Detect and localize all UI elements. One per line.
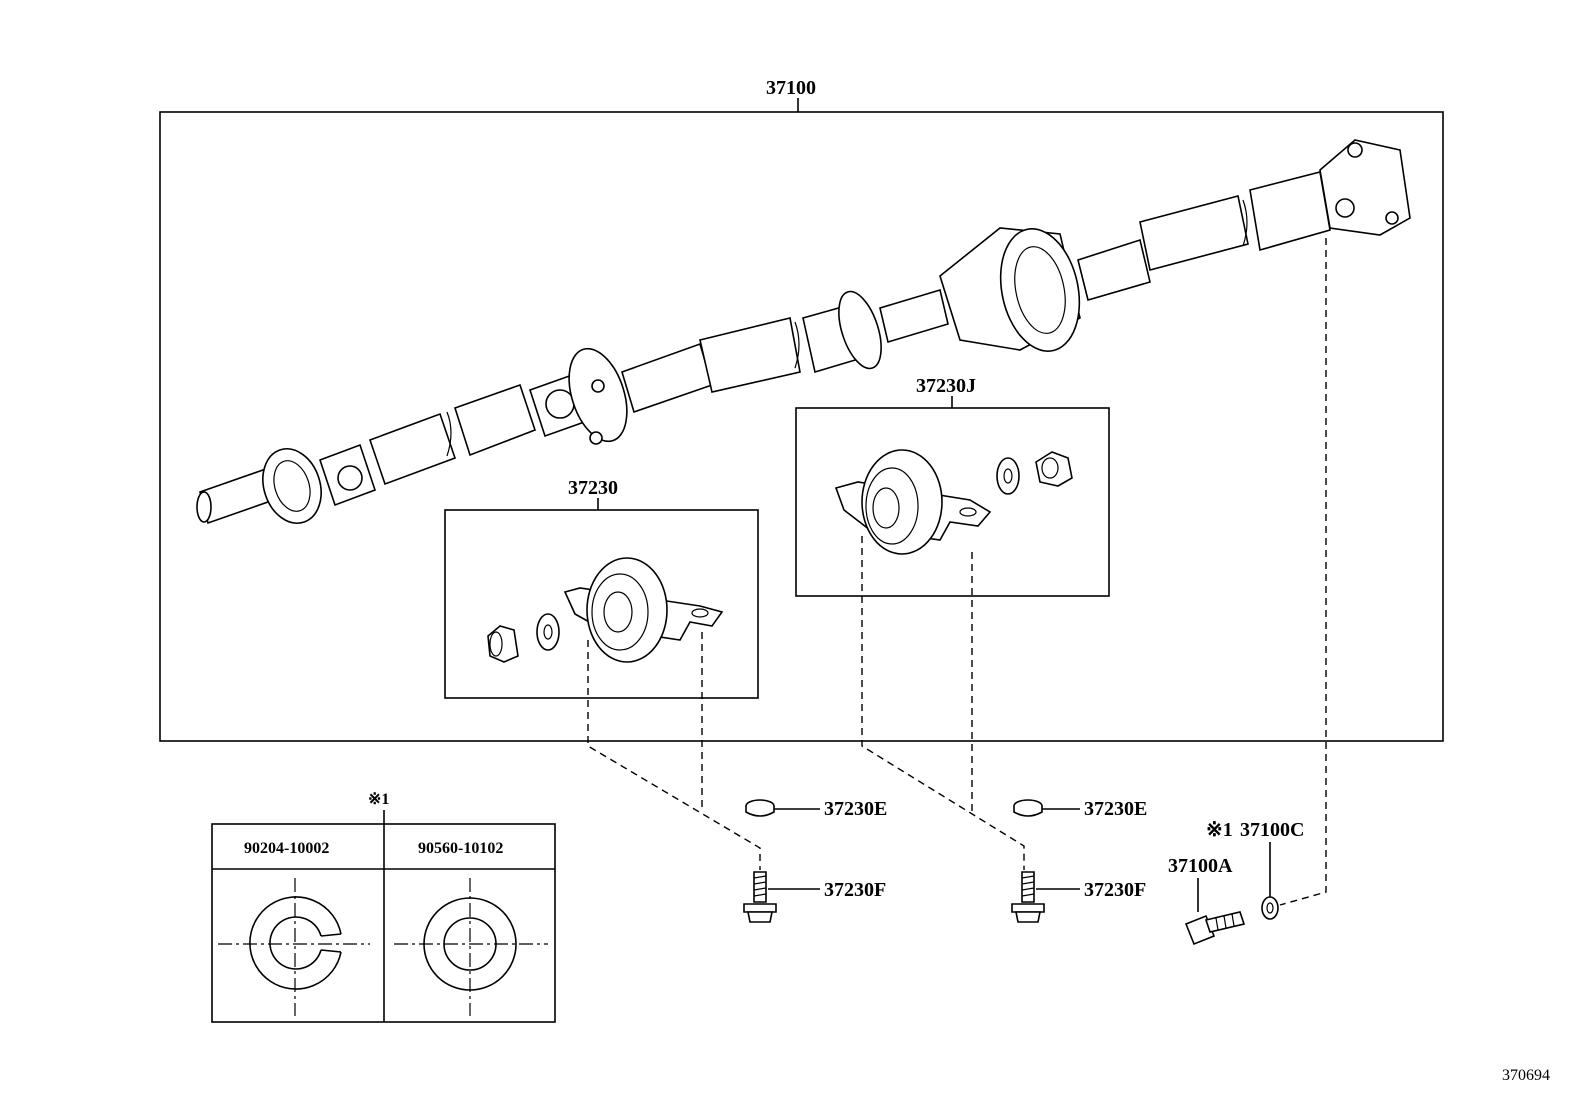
hardware-front: 37230E 37230F [743, 798, 887, 923]
plain-washer-icon [394, 878, 548, 1016]
label-37230J: 37230J [916, 375, 976, 397]
legend-left-part-number: 90204-10002 [244, 840, 329, 857]
label-37230F-front: 37230F [824, 879, 886, 901]
label-37100C-note: ※1 [1206, 819, 1233, 841]
hardware-rear: 37230E 37230F [1011, 798, 1147, 923]
bearing-rear-group: 37230J [795, 375, 1110, 870]
legend-right-part-number: 90560-10102 [418, 840, 503, 857]
bearing-front-group: 37230 [444, 477, 761, 870]
legend-box: ※1 90204-10002 90560-10102 [211, 791, 556, 1023]
label-37230E-front: 37230E [824, 798, 887, 820]
legend-note-marker: ※1 [368, 791, 389, 808]
label-37230E-rear: 37230E [1084, 798, 1147, 820]
label-37230: 37230 [568, 477, 618, 499]
assembly-frame: 37100 [159, 77, 1444, 742]
propeller-shaft-drawing [196, 139, 1411, 525]
label-37100A: 37100A [1168, 855, 1233, 877]
hardware-flange: 37100A ※1 37100C [1168, 819, 1304, 946]
label-37100C: 37100C [1240, 819, 1304, 841]
label-37230F-rear: 37230F [1084, 879, 1146, 901]
split-washer-icon [218, 878, 370, 1016]
label-37100: 37100 [766, 77, 816, 99]
figure-code: 370694 [1502, 1067, 1550, 1084]
